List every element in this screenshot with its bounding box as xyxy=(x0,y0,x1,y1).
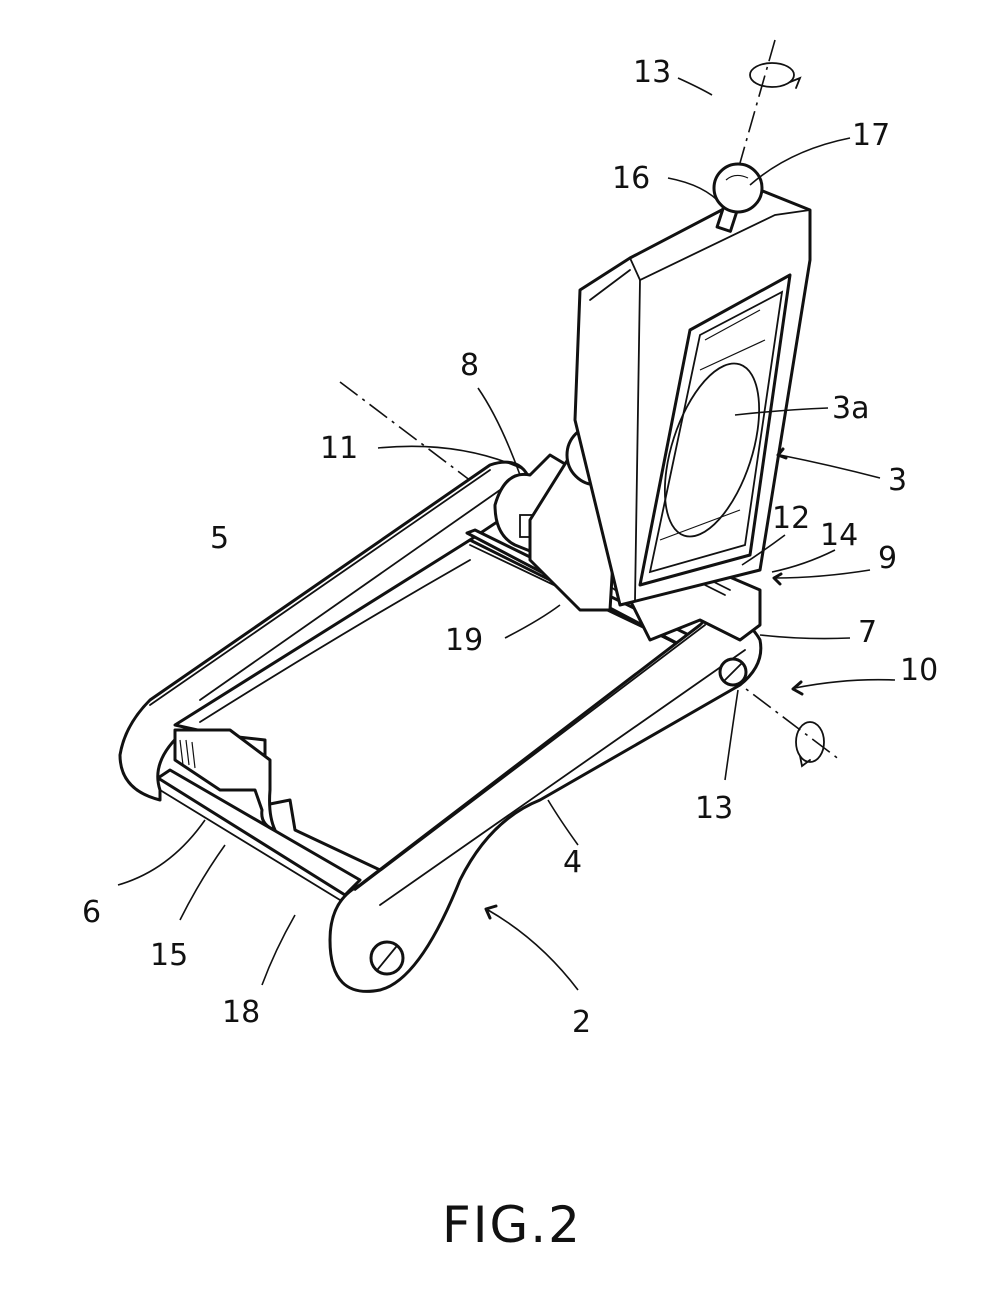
label-2: 2 xyxy=(572,1005,591,1040)
arrowhead-2 xyxy=(484,904,498,920)
leader-6 xyxy=(117,819,206,886)
label-16: 16 xyxy=(612,161,650,196)
leader-17 xyxy=(749,137,851,186)
label-11: 11 xyxy=(320,431,358,466)
label-6: 6 xyxy=(82,895,101,930)
arrowhead-9 xyxy=(772,572,783,586)
leader-10 xyxy=(794,678,896,689)
right-arm-4 xyxy=(328,613,763,993)
label-10: 10 xyxy=(900,653,938,688)
rotation-arrow-bottom xyxy=(795,721,825,768)
leader-16 xyxy=(667,177,723,206)
label-13-bottom: 13 xyxy=(695,791,733,826)
leader-19 xyxy=(504,604,561,639)
label-18: 18 xyxy=(222,995,260,1030)
leader-4 xyxy=(547,799,579,846)
leader-7 xyxy=(759,634,851,640)
leader-2 xyxy=(487,909,579,991)
front-bar-18 xyxy=(156,768,362,897)
leader-3a xyxy=(734,407,829,416)
label-19: 19 xyxy=(445,623,483,658)
lens-3a xyxy=(659,309,766,541)
label-7: 7 xyxy=(858,615,877,650)
label-13-top: 13 xyxy=(633,55,671,90)
leader-8 xyxy=(477,387,521,476)
label-12: 12 xyxy=(772,501,810,536)
label-17: 17 xyxy=(852,118,890,153)
label-14: 14 xyxy=(820,518,858,553)
arrowhead-3 xyxy=(776,447,788,460)
lens-frame xyxy=(638,273,792,587)
label-3: 3 xyxy=(888,463,907,498)
leader-14 xyxy=(771,549,836,573)
leader-12 xyxy=(741,534,786,566)
leader-11 xyxy=(377,445,526,471)
label-15: 15 xyxy=(150,938,188,973)
leader-15 xyxy=(179,844,226,921)
arrowhead-10 xyxy=(791,680,804,696)
figure-caption: FIG.2 xyxy=(442,1196,582,1254)
clip-6 xyxy=(173,728,277,832)
label-5: 5 xyxy=(210,521,229,556)
label-4: 4 xyxy=(563,845,582,880)
leader-13-top xyxy=(677,77,713,96)
leader-3 xyxy=(779,454,881,479)
leader-9 xyxy=(774,569,871,579)
leader-13-bottom xyxy=(724,689,739,781)
label-8: 8 xyxy=(460,348,479,383)
screw-rear xyxy=(718,657,748,687)
leader-18 xyxy=(261,914,296,986)
label-3a: 3a xyxy=(832,391,869,426)
ball-17 xyxy=(712,162,764,214)
rotation-arrow-top xyxy=(749,62,802,89)
label-9: 9 xyxy=(878,541,897,576)
screw-front xyxy=(369,940,405,976)
